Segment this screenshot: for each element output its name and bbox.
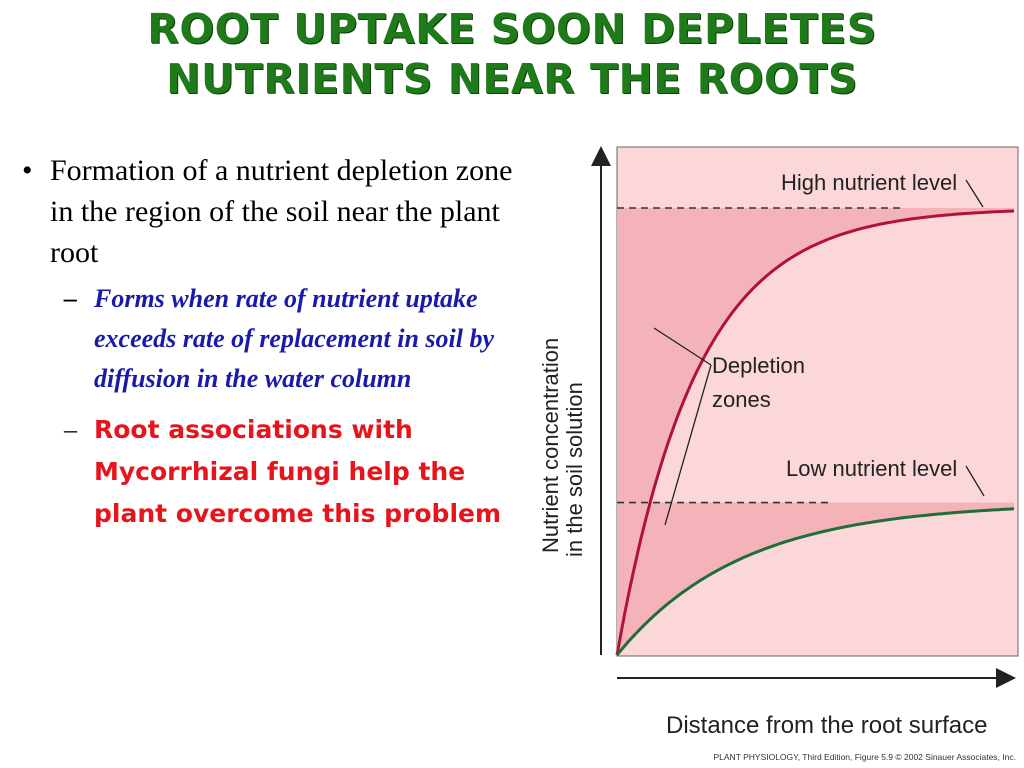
depletion-leader-lower xyxy=(664,364,712,526)
low-nutrient-curve xyxy=(615,507,1015,656)
dash-icon: – xyxy=(64,284,77,313)
high-label-leader xyxy=(965,179,984,208)
depletion-zone-high xyxy=(617,208,1014,655)
sub-bullet-2-text: Root associations with Mycorrhizal fungi… xyxy=(94,415,502,528)
bullet-list: • Formation of a nutrient depletion zone… xyxy=(14,150,514,535)
sub-bullet-2: – Root associations with Mycorrhizal fun… xyxy=(14,409,514,535)
bullet-main-text: Formation of a nutrient depletion zone i… xyxy=(50,154,513,269)
depletion-label-1: Depletion xyxy=(712,353,805,378)
sub-bullet-1-text: Forms when rate of nutrient uptake excee… xyxy=(94,284,495,393)
bullet-dot-icon: • xyxy=(22,154,33,187)
low-label-leader xyxy=(965,465,985,497)
x-axis-label: Distance from the root surface xyxy=(666,712,987,739)
high-nutrient-curve xyxy=(615,209,1015,656)
bullet-main: • Formation of a nutrient depletion zone… xyxy=(14,150,514,273)
sub-bullet-1: – Forms when rate of nutrient uptake exc… xyxy=(14,279,514,399)
dash-icon: – xyxy=(64,415,77,444)
depletion-zone-low xyxy=(617,502,1014,655)
figure-credit: PLANT PHYSIOLOGY, Third Edition, Figure … xyxy=(713,752,1016,762)
depletion-label-2: zones xyxy=(712,387,771,412)
depletion-leader-upper xyxy=(653,327,712,366)
low-level-label: Low nutrient level xyxy=(786,456,957,481)
slide-title: Root uptake soon depletes nutrients near… xyxy=(0,4,1024,104)
y-axis-label-1: Nutrient concentration xyxy=(538,338,563,553)
title-line-1: Root uptake soon depletes xyxy=(147,5,877,53)
y-axis-label-2: in the soil solution xyxy=(562,382,587,557)
high-level-label: High nutrient level xyxy=(781,170,957,195)
